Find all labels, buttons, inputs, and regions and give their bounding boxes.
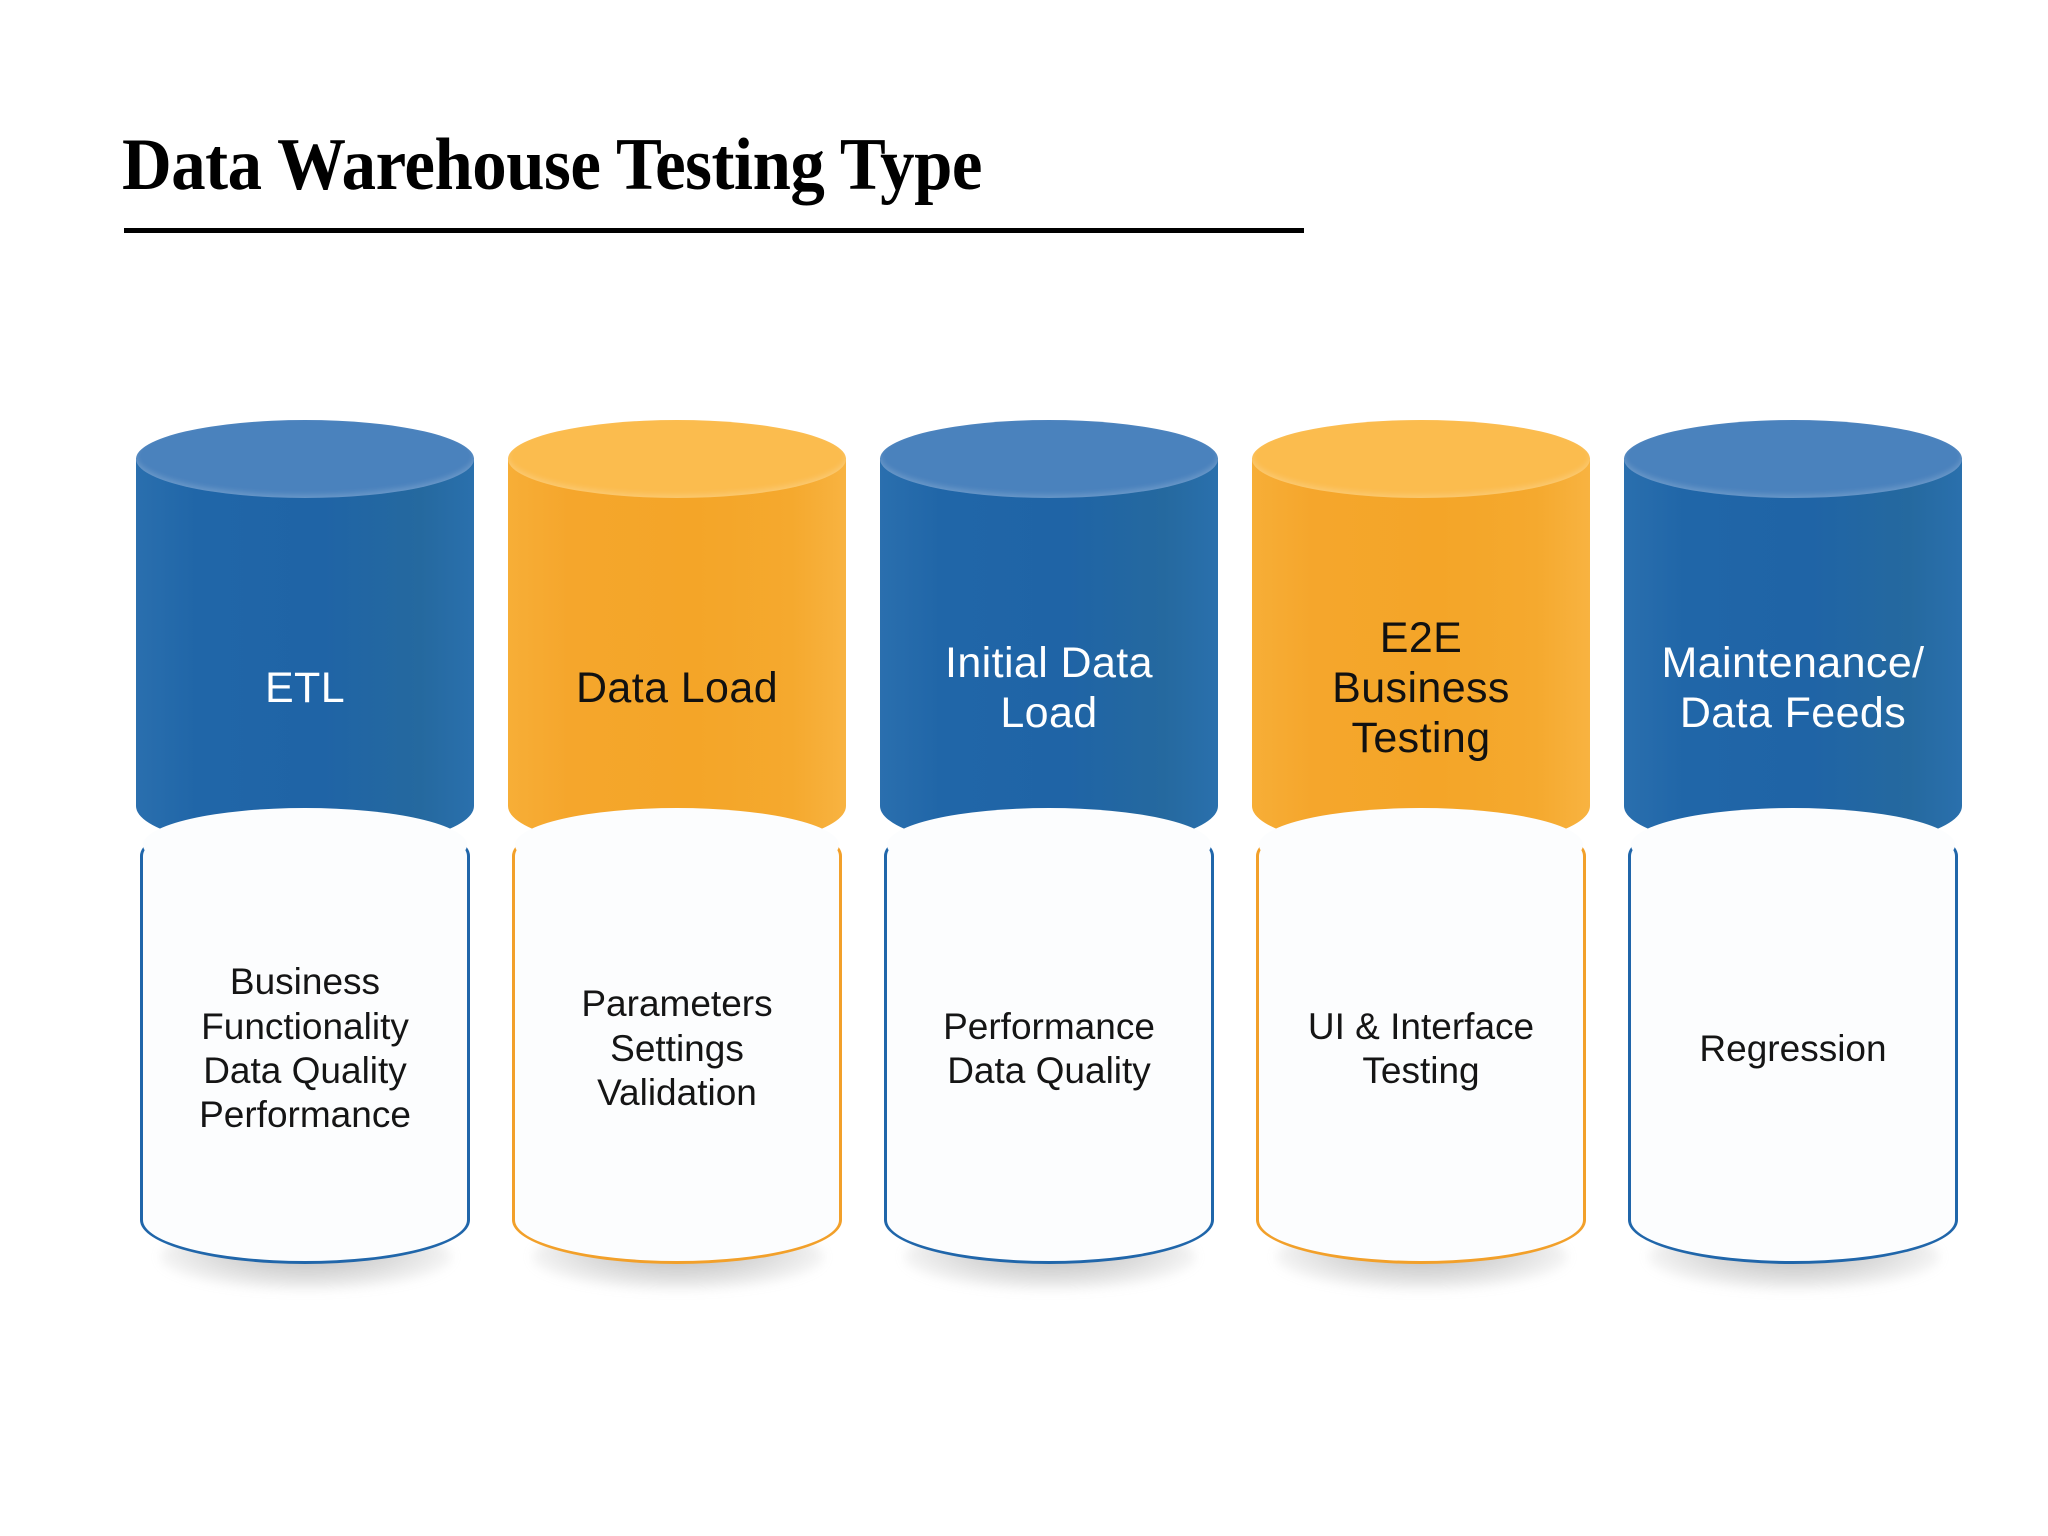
- cylinder-maintenance-data-feeds[interactable]: Maintenance/Data Feeds Regression: [1624, 420, 1962, 1300]
- cylinder-top-ellipse: [880, 420, 1218, 498]
- cylinder-top-section: Maintenance/Data Feeds: [1624, 420, 1962, 850]
- cylinder-top-section: ETL: [136, 420, 474, 850]
- cylinder-bottom-inner-arc: [143, 808, 467, 882]
- cylinder-bottom-section: Regression: [1628, 808, 1958, 1264]
- cylinder-top-section: Data Load: [508, 420, 846, 850]
- cylinder-bottom-body: [1628, 812, 1958, 1264]
- cylinder-top-ellipse: [1624, 420, 1962, 498]
- title-underline: [124, 228, 1304, 233]
- cylinder-bottom-body: [1256, 812, 1586, 1264]
- cylinder-top-ellipse: [1252, 420, 1590, 498]
- cylinder-top-ellipse: [136, 420, 474, 498]
- cylinder-bottom-inner-arc: [1259, 808, 1583, 882]
- cylinder-bottom-inner-arc: [887, 808, 1211, 882]
- cylinder-bottom-inner-arc: [515, 808, 839, 882]
- cylinder-bottom-inner-arc: [1631, 808, 1955, 882]
- page-title: Data Warehouse Testing Type: [122, 124, 983, 206]
- cylinder-top-label: Maintenance/Data Feeds: [1661, 638, 1925, 737]
- cylinder-bottom-body: [884, 812, 1214, 1264]
- cylinder-top-body: [1624, 458, 1962, 850]
- cylinder-top-body: [1252, 458, 1590, 850]
- cylinder-top-body: [136, 458, 474, 850]
- cylinder-top-body: [508, 458, 846, 850]
- cylinder-top-body: [880, 458, 1218, 850]
- cylinder-top-label: ETL: [264, 663, 346, 712]
- cylinder-bottom-body: [512, 812, 842, 1264]
- cylinder-top-ellipse: [508, 420, 846, 498]
- cylinder-bottom-body: [140, 812, 470, 1264]
- cylinder-top-label: Data Load: [575, 663, 779, 712]
- cylinder-bottom-label: Regression: [1699, 1027, 1887, 1069]
